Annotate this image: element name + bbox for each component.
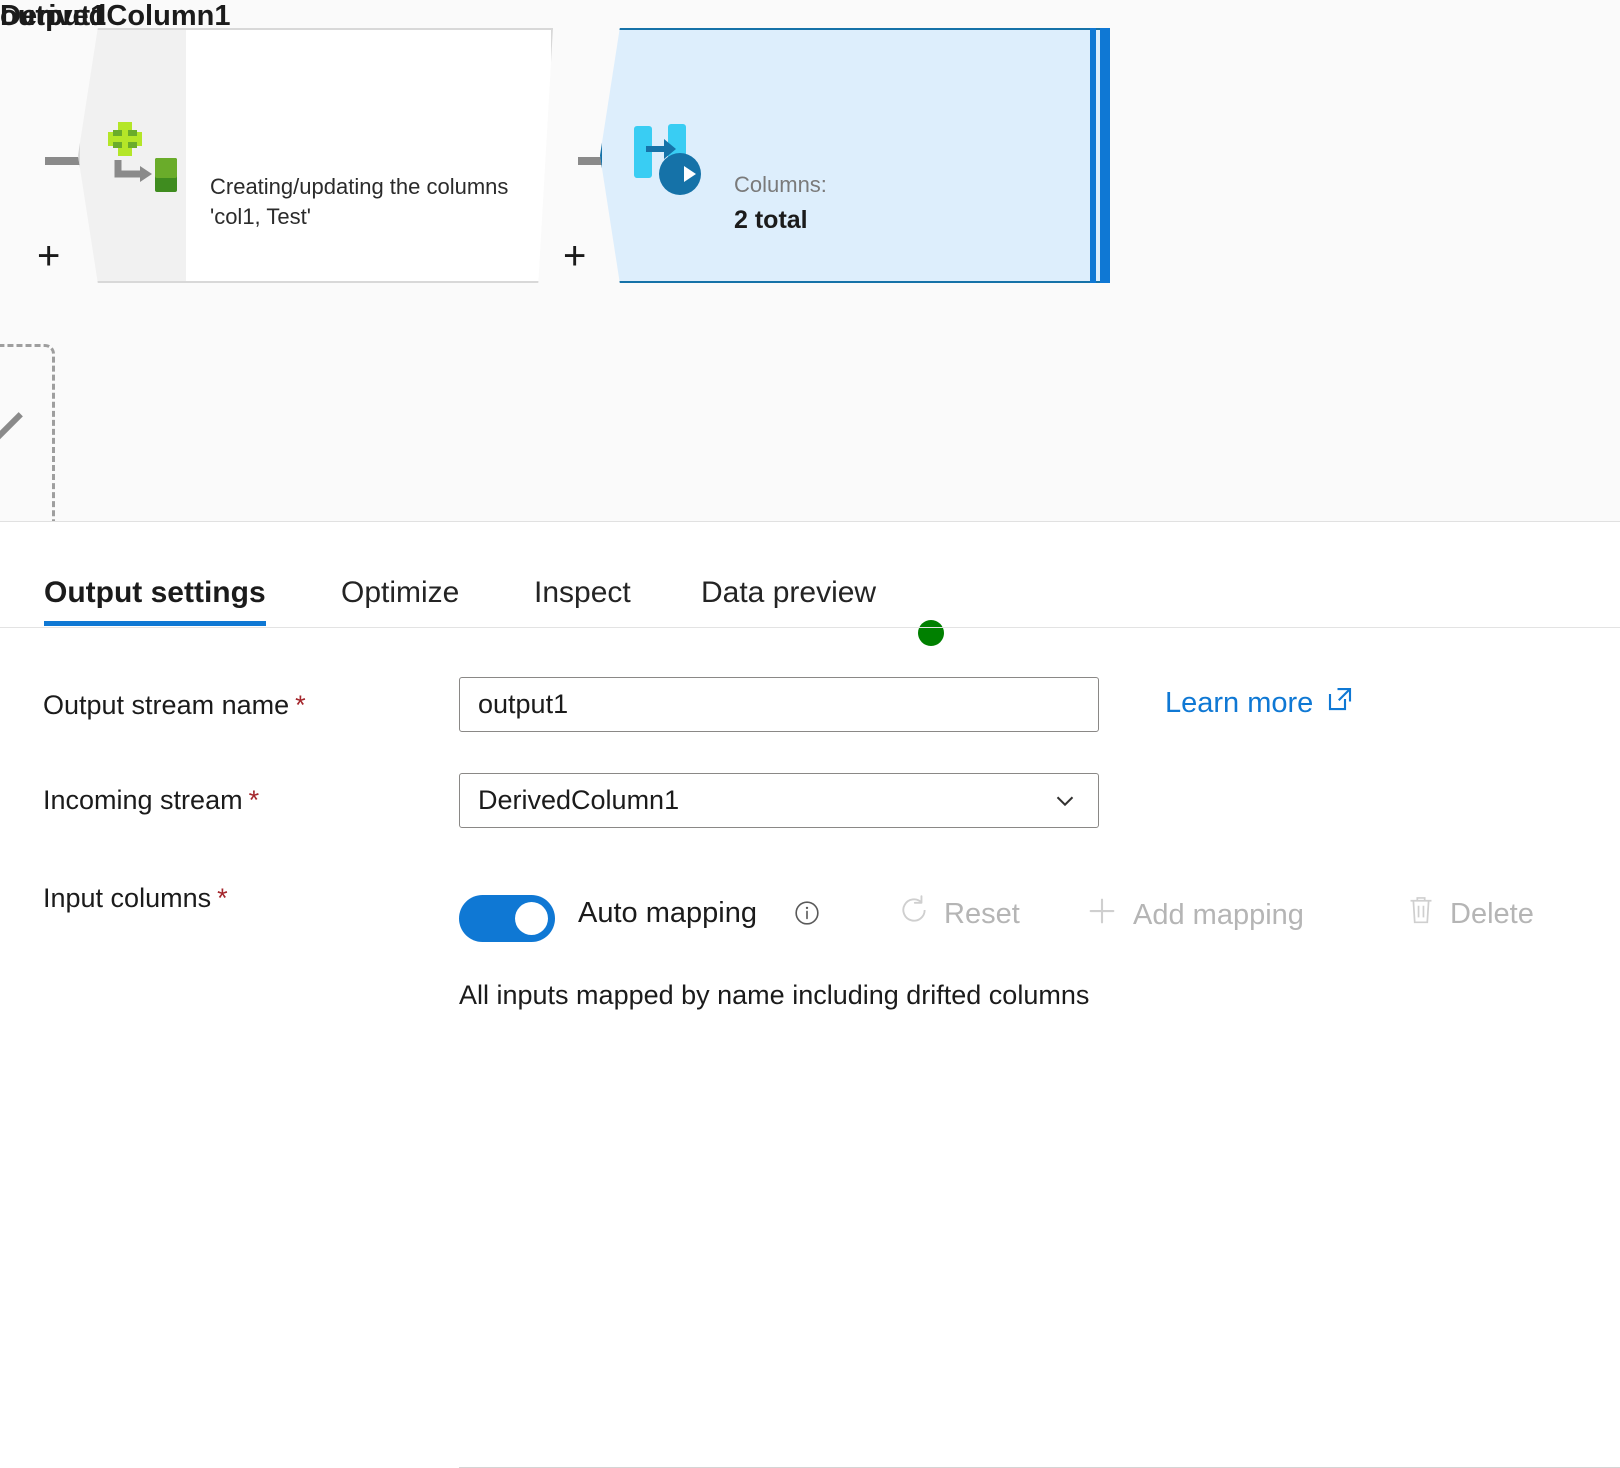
tabs-underline	[0, 627, 1620, 628]
node-icon-panel	[600, 28, 710, 283]
toggle-knob	[515, 902, 548, 935]
panel-divider	[0, 521, 1620, 522]
node-output-sink[interactable]	[600, 28, 1110, 283]
reset-label: Reset	[944, 897, 1020, 930]
mapping-note: All inputs mapped by name including drif…	[459, 980, 1090, 1010]
dataflow-canvas[interactable]: DerivedColumn1 Creating/updating the col…	[0, 0, 1620, 521]
node-title-derived-column: DerivedColumn1	[0, 0, 231, 32]
output-stream-name-label: Output stream name*	[43, 690, 306, 721]
plus-icon	[1085, 894, 1119, 936]
add-node-button-right[interactable]: +	[563, 234, 587, 278]
placeholder-dashed-box	[0, 344, 55, 521]
add-node-button-left[interactable]: +	[37, 234, 61, 278]
tab-output-settings[interactable]: Output settings	[44, 576, 266, 626]
refresh-icon	[898, 894, 930, 934]
node-description-derived-column: Creating/updating the columns 'col1, Tes…	[210, 174, 509, 229]
derived-column-icon	[100, 118, 190, 198]
delete-label: Delete	[1450, 897, 1534, 930]
tab-optimize[interactable]: Optimize	[341, 576, 460, 609]
node-derived-column[interactable]	[78, 28, 553, 283]
chevron-down-icon	[1050, 786, 1080, 816]
add-mapping-button[interactable]: Add mapping	[1085, 894, 1304, 936]
tab-inspect[interactable]: Inspect	[534, 576, 631, 609]
node-icon-panel	[78, 28, 188, 283]
node-title-output-sink: output1	[0, 0, 107, 32]
external-link-icon	[1325, 684, 1355, 722]
reset-mapping-button[interactable]: Reset	[898, 894, 1020, 934]
node-columns-value: 2 total	[734, 206, 808, 234]
learn-more-link[interactable]: Learn more	[1165, 684, 1355, 722]
required-marker: *	[248, 785, 260, 815]
incoming-stream-label: Incoming stream*	[43, 785, 259, 816]
selection-bar-inner	[1090, 28, 1096, 283]
incoming-stream-dropdown[interactable]: DerivedColumn1	[459, 773, 1099, 828]
output-stream-name-input[interactable]	[459, 677, 1099, 732]
required-marker: *	[295, 690, 306, 720]
input-columns-label: Input columns*	[43, 883, 228, 914]
data-preview-status-dot	[918, 620, 944, 646]
node-columns-label: Columns:	[734, 172, 827, 197]
auto-mapping-label: Auto mapping	[578, 897, 757, 929]
panel-tabs: Output settings Optimize Inspect Data pr…	[0, 558, 1620, 646]
sink-icon	[628, 122, 708, 202]
label-text: Incoming stream	[43, 785, 243, 815]
incoming-stream-value: DerivedColumn1	[478, 785, 680, 815]
tab-data-preview[interactable]: Data preview	[701, 576, 877, 609]
connector-incoming	[45, 157, 91, 165]
add-mapping-label: Add mapping	[1133, 898, 1304, 931]
learn-more-label: Learn more	[1165, 686, 1314, 719]
selection-bar-outer	[1100, 28, 1110, 283]
label-text: Output stream name	[43, 690, 290, 720]
delete-mapping-button[interactable]: Delete	[1406, 894, 1534, 934]
trash-icon	[1406, 894, 1436, 934]
label-text: Input columns	[43, 883, 212, 913]
required-marker: *	[217, 883, 228, 913]
info-icon[interactable]	[794, 900, 820, 926]
node-body	[186, 28, 553, 283]
node-body	[708, 28, 1110, 283]
auto-mapping-toggle[interactable]	[459, 895, 555, 942]
settings-panel: Output settings Optimize Inspect Data pr…	[0, 522, 1620, 1468]
